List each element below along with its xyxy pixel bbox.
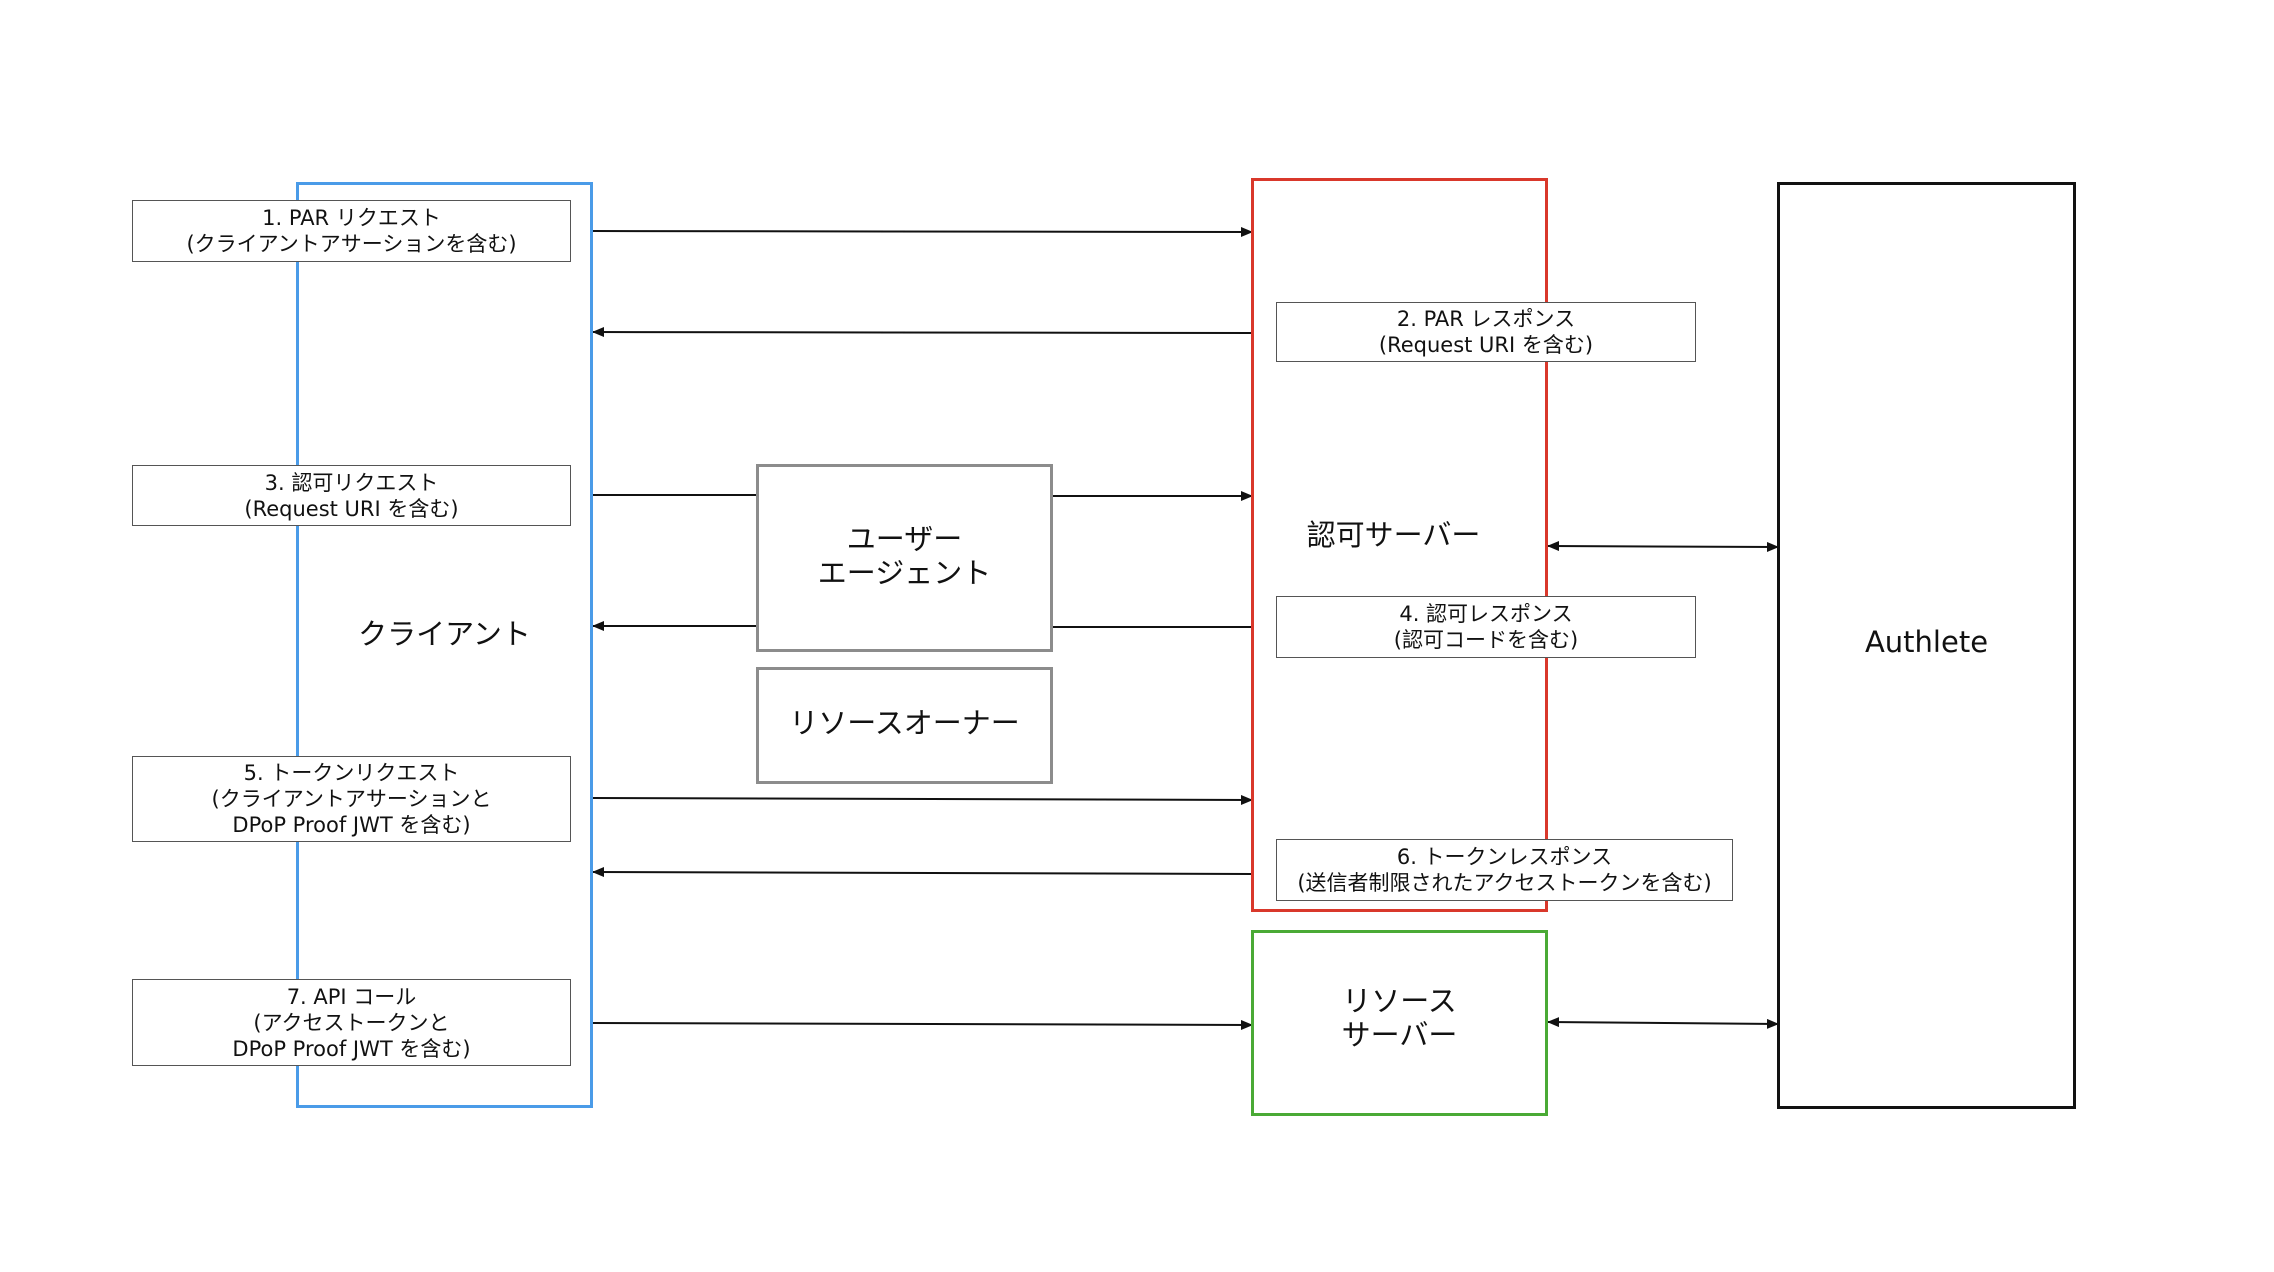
auth-server-label: 認可サーバー <box>1306 518 1481 552</box>
authlete-box <box>1777 182 2076 1109</box>
client-box <box>296 182 593 1108</box>
resource-server-label: リソース サーバー <box>1341 984 1458 1052</box>
user-agent-label: ユーザー エージェント <box>817 522 992 590</box>
resource-owner-label: リソースオーナー <box>789 706 1020 740</box>
message-3-authz-request: 3. 認可リクエスト (Request URI を含む) <box>132 465 571 526</box>
arrow-1-par-request <box>592 226 1253 237</box>
message-4-authz-response: 4. 認可レスポンス (認可コードを含む) <box>1276 596 1696 658</box>
authlete-label: Authlete <box>1864 625 1989 659</box>
arrow-auth-authlete <box>1547 541 1779 552</box>
arrow-7-api-call <box>592 1019 1253 1030</box>
resource-owner-box <box>756 667 1053 784</box>
message-5-token-request: 5. トークンリクエスト (クライアントアサーションと DPoP Proof J… <box>132 756 571 842</box>
arrow-6-token-response <box>592 867 1253 878</box>
auth-server-box <box>1251 178 1548 912</box>
arrow-resource-authlete <box>1547 1017 1779 1029</box>
client-label: クライアント <box>358 617 531 651</box>
resource-server-box <box>1251 930 1548 1116</box>
message-1-par-request: 1. PAR リクエスト (クライアントアサーションを含む) <box>132 200 571 262</box>
arrow-2-par-response <box>592 327 1253 338</box>
message-2-par-response: 2. PAR レスポンス (Request URI を含む) <box>1276 302 1696 362</box>
message-6-token-response: 6. トークンレスポンス (送信者制限されたアクセストークンを含む) <box>1276 839 1733 901</box>
message-7-api-call: 7. API コール (アクセストークンと DPoP Proof JWT を含む… <box>132 979 571 1066</box>
user-agent-box <box>756 464 1053 652</box>
arrow-5-token-request <box>592 794 1253 805</box>
